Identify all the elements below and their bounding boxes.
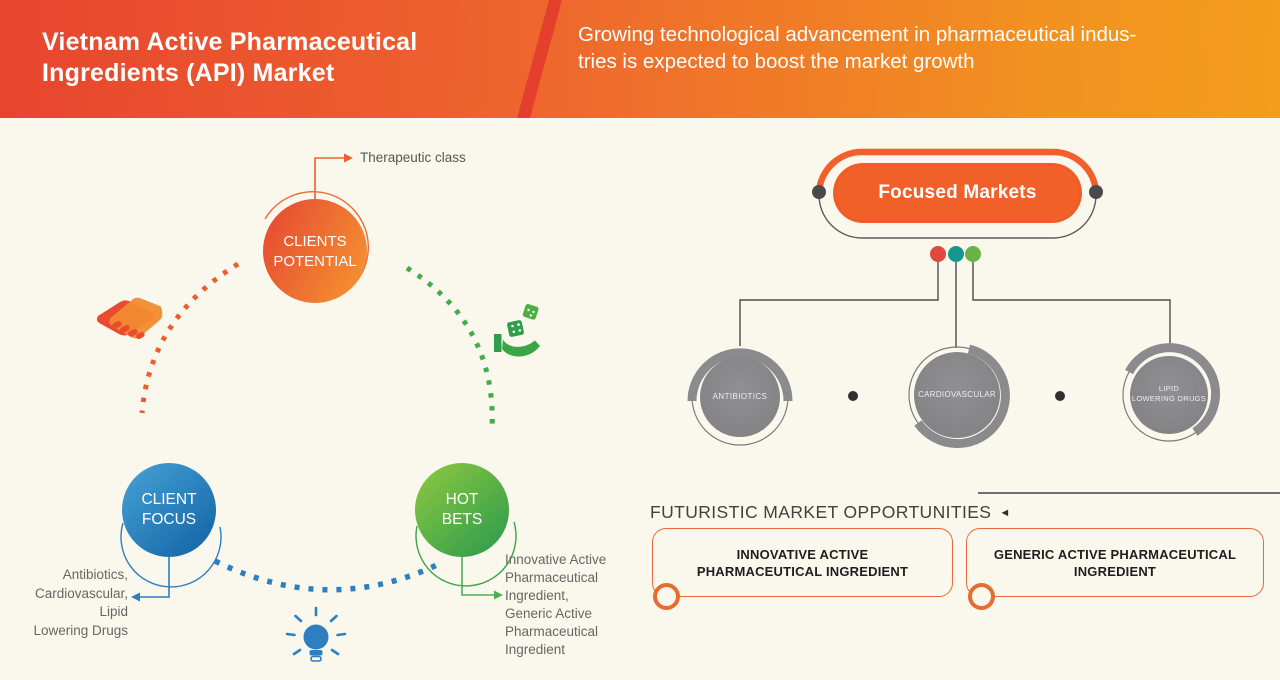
left-triangle-icon: ◄: [999, 507, 1011, 519]
hand-dice-icon: [494, 303, 540, 357]
hot-bets-callout: Innovative Active Pharmaceutical Ingredi…: [505, 552, 607, 657]
client-focus-callout: Antibiotics, Cardiovascular, Lipid Lower…: [33, 567, 128, 638]
market-connectors: [739, 262, 1171, 348]
hot-bets-circle: [415, 463, 509, 557]
blue-dotted-arc: [213, 558, 445, 593]
header-slash: [517, 0, 562, 118]
focused-markets-label: Focused Markets: [878, 182, 1037, 203]
handshake-icon: [96, 297, 163, 340]
clients-potential-circle: [263, 199, 367, 303]
client-focus-label: CLIENT FOCUS: [141, 491, 197, 528]
clients-potential-label: CLIENTS POTENTIAL: [273, 233, 357, 270]
header-banner: Vietnam Active Pharmaceutical Ingredient…: [0, 0, 1280, 118]
opportunities-heading-text: FUTURISTIC MARKET OPPORTUNITIES: [650, 502, 992, 522]
market-label-cardiovascular: CARDIOVASCULAR: [918, 390, 996, 399]
clients-potential-connector: [314, 157, 344, 199]
opportunity-card-generic: GENERIC ACTIVE PHARMACEUTICAL INGREDIENT: [966, 528, 1264, 597]
red-dot: [930, 246, 946, 262]
market-node-antibiotics: [687, 348, 793, 446]
market-label-lipid: LIPID LOWERING DRUGS: [1131, 384, 1207, 403]
page-title: Vietnam Active Pharmaceutical Ingredient…: [42, 28, 418, 87]
header-subtitle: Growing technological advancement in pha…: [578, 23, 1137, 73]
green-dotted-arc: [405, 265, 495, 431]
teal-dot: [948, 246, 964, 262]
lightbulb-icon: [285, 606, 347, 662]
hot-bets-label: HOT BETS: [441, 491, 483, 528]
clients-potential-arrowhead: [344, 153, 353, 163]
opportunity-card-innovative-label: INNOVATIVE ACTIVE PHARMACEUTICAL INGREDI…: [696, 546, 909, 579]
green-dot: [965, 246, 981, 262]
hot-bets-outline-arc: [415, 521, 517, 587]
card-ring-icon: [653, 583, 680, 610]
opportunities-heading: FUTURISTIC MARKET OPPORTUNITIES ◄: [650, 502, 1011, 523]
market-label-antibiotics: ANTIBIOTICS: [712, 392, 768, 401]
therapeutic-class-label: Therapeutic class: [360, 150, 466, 165]
client-focus-circle: [122, 463, 216, 557]
hot-bets-arrowhead: [494, 590, 503, 600]
separator-dot: [1055, 391, 1065, 401]
hot-bets-connector: [461, 557, 494, 596]
card-ring-icon: [968, 583, 995, 610]
market-node-lipid: [1122, 343, 1221, 442]
orange-dotted-arc: [139, 261, 240, 414]
market-node-cardiovascular: [908, 344, 1010, 449]
focused-markets-node: [812, 148, 1103, 239]
opportunity-card-innovative: INNOVATIVE ACTIVE PHARMACEUTICAL INGREDI…: [652, 528, 953, 597]
separator-dot: [848, 391, 858, 401]
client-focus-arrowhead: [131, 592, 140, 602]
client-focus-connector: [140, 557, 170, 598]
opportunity-card-generic-label: GENERIC ACTIVE PHARMACEUTICAL INGREDIENT: [993, 546, 1237, 579]
